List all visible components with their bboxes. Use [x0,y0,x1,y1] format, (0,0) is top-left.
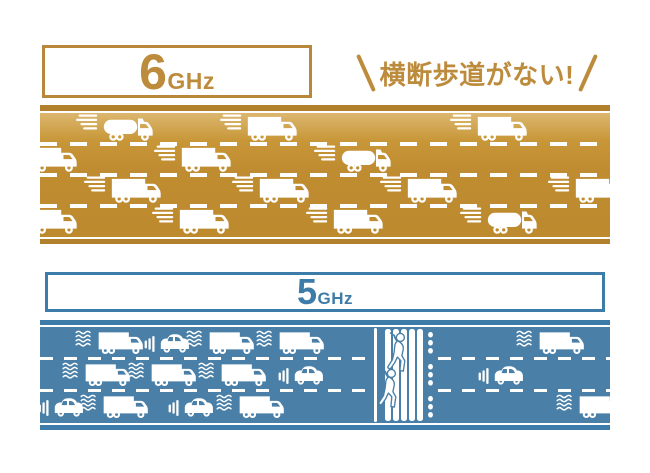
truck-icon [97,328,145,357]
congestion-wave-icon [61,362,81,380]
congestion-wave-icon [515,330,535,348]
tanker-truck-icon [102,113,155,145]
truck-icon [40,143,79,176]
speed-lines-icon [380,176,403,192]
road-surface-5ghz [40,327,610,423]
lane-divider [40,204,610,208]
truck-icon [578,392,610,421]
speed-lines-icon [232,176,255,192]
emphasis-mark-right-icon [578,53,599,93]
crosswalk-stripe [417,329,423,421]
truck-icon [84,360,132,389]
vibration-lines-icon [278,368,289,384]
congestion-wave-icon [74,330,94,348]
lane-divider [40,142,610,146]
truck-icon [110,174,163,207]
congestion-wave-icon [255,330,275,348]
highway-5ghz [40,320,610,430]
crosswalk-stripe [409,329,415,421]
congestion-wave-icon [197,362,217,380]
car-icon [492,364,524,387]
speed-lines-icon [154,145,177,161]
speed-lines-icon [220,114,243,130]
road-edge-line [40,320,610,325]
speed-lines-icon [460,207,483,223]
no-crosswalk-callout: 横断歩道がない! [336,46,618,100]
congestion-wave-icon [185,330,205,348]
tanker-truck-icon [486,205,539,237]
congestion-wave-icon [215,394,235,412]
truck-icon [238,392,286,421]
truck-icon [246,113,299,145]
vibration-lines-icon [40,400,49,416]
vibration-lines-icon [478,368,489,384]
lane-divider [40,389,372,392]
truck-icon [332,205,385,237]
truck-icon [476,113,529,145]
truck-icon [220,360,268,389]
truck-icon [102,392,150,421]
truck-icon [406,174,459,207]
traffic-dots-icon [427,364,434,386]
truck-icon [150,360,198,389]
speed-lines-icon [76,114,99,130]
road-surface-6ghz [40,113,610,237]
emphasis-mark-left-icon [355,53,376,93]
speed-lines-icon [306,207,329,223]
band-6ghz-number: 6 [139,43,168,100]
lane-divider [438,357,610,360]
truck-icon [208,328,256,357]
congestion-wave-icon [127,362,147,380]
speed-lines-icon [450,114,473,130]
truck-icon [574,174,610,207]
tanker-truck-icon [340,143,393,176]
truck-icon [178,205,231,237]
truck-icon [180,143,233,176]
truck-icon [538,328,586,357]
speed-lines-icon [152,207,175,223]
car-icon [182,396,214,419]
pedestrian-icon [378,368,402,408]
road-edge-line [40,239,610,244]
lane-divider [438,389,610,392]
band-6ghz-unit: GHz [167,67,215,94]
lane-divider [40,173,610,177]
congestion-wave-icon [555,394,575,412]
no-crosswalk-text: 横断歩道がない! [379,59,575,90]
speed-lines-icon [84,176,107,192]
crosswalk-stripe [401,329,407,421]
road-edge-line [40,105,610,111]
crosswalk-stop-line [374,328,377,422]
speed-lines-icon [314,145,337,161]
traffic-dots-icon [427,396,434,418]
lane-divider [40,357,372,360]
speed-lines-icon [548,176,571,192]
band-5ghz-unit: GHz [317,289,354,308]
congestion-wave-icon [79,394,99,412]
truck-icon [40,205,79,237]
car-icon [292,364,324,387]
traffic-dots-icon [427,332,434,354]
road-edge-line [40,425,610,430]
highway-6ghz [40,105,610,244]
band-5ghz-number: 5 [296,271,318,312]
vibration-lines-icon [168,400,179,416]
pedestrian-icon [387,332,411,372]
vibration-lines-icon [144,336,155,352]
truck-icon [258,174,311,207]
truck-icon [278,328,326,357]
